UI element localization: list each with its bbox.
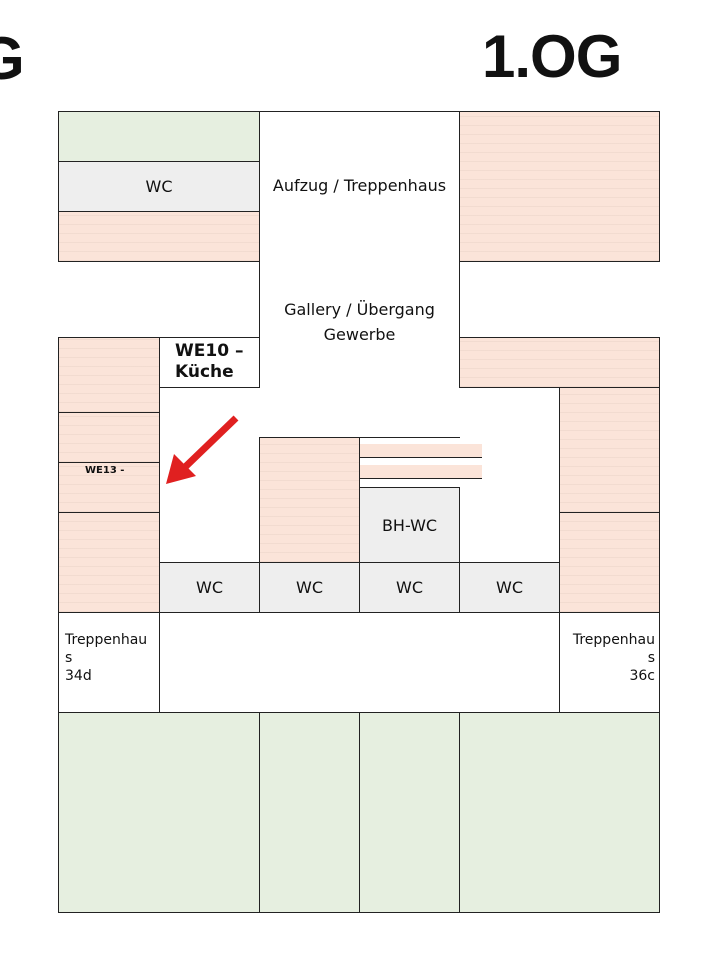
room-left-1 bbox=[58, 337, 160, 413]
room-right-strip bbox=[459, 337, 660, 388]
room-we13: WE13 - bbox=[58, 462, 160, 513]
room-bh-wc: BH-WC bbox=[359, 487, 460, 563]
room-bottom-4 bbox=[459, 712, 660, 913]
room-we10-kueche: WE10 – Küche bbox=[159, 337, 260, 388]
room-wc-3-label: WC bbox=[396, 578, 423, 597]
stair-36c-label-1: Treppenhau bbox=[572, 632, 655, 648]
room-right-1 bbox=[559, 387, 660, 513]
floor-title-cutoff: G bbox=[0, 25, 25, 92]
room-wc-4: WC bbox=[459, 562, 560, 613]
room-gallery-label-1: Gallery / Übergang bbox=[284, 300, 435, 319]
room-elevator-stairwell: Aufzug / Treppenhaus bbox=[259, 111, 460, 262]
wall-gallery-right bbox=[459, 261, 460, 388]
room-wc-1-label: WC bbox=[196, 578, 223, 597]
room-corridor bbox=[159, 612, 560, 713]
stair-34d-label-2: s bbox=[65, 650, 73, 666]
room-bottom-1 bbox=[58, 712, 260, 913]
room-center-strip-2 bbox=[360, 465, 482, 479]
room-left-4 bbox=[58, 512, 160, 613]
stair-34d-label-3: 34d bbox=[65, 668, 92, 684]
room-gallery: Gallery / Übergang Gewerbe bbox=[260, 296, 459, 348]
room-bottom-3 bbox=[359, 712, 460, 913]
stair-36c-label-2: s bbox=[647, 650, 655, 666]
room-center-strips bbox=[359, 437, 482, 488]
room-we10-label-1: WE10 – bbox=[175, 341, 244, 361]
room-right-2 bbox=[559, 512, 660, 613]
room-center-strip-1 bbox=[360, 444, 482, 458]
room-wc-1: WC bbox=[159, 562, 260, 613]
room-wc-top-label: WC bbox=[145, 177, 173, 196]
room-center-peach bbox=[259, 437, 360, 563]
room-we10-label-2: Küche bbox=[175, 362, 234, 382]
stair-34d-label-1: Treppenhau bbox=[65, 632, 148, 648]
room-gallery-label-2: Gewerbe bbox=[323, 325, 396, 344]
room-bh-wc-label: BH-WC bbox=[381, 515, 438, 535]
room-stairwell-34d: Treppenhau s 34d bbox=[58, 612, 160, 713]
room-we13-label: WE13 - bbox=[85, 465, 125, 476]
wall-gallery-left bbox=[259, 261, 260, 388]
floor-title: 1.OG bbox=[482, 23, 622, 90]
room-bottom-2 bbox=[259, 712, 360, 913]
room-top-left-peach bbox=[58, 211, 260, 262]
room-top-left-green bbox=[58, 111, 260, 162]
room-left-2 bbox=[58, 412, 160, 463]
room-wc-3: WC bbox=[359, 562, 460, 613]
room-wc-top: WC bbox=[58, 161, 260, 212]
room-elevator-label: Aufzug / Treppenhaus bbox=[272, 176, 447, 195]
room-wc-4-label: WC bbox=[496, 578, 523, 597]
room-wc-2: WC bbox=[259, 562, 360, 613]
red-arrow-icon bbox=[166, 415, 239, 484]
room-wc-2-label: WC bbox=[296, 578, 323, 597]
stair-36c-label-3: 36c bbox=[629, 668, 655, 684]
room-stairwell-36c: Treppenhau s 36c bbox=[559, 612, 660, 713]
room-top-right bbox=[459, 111, 660, 262]
